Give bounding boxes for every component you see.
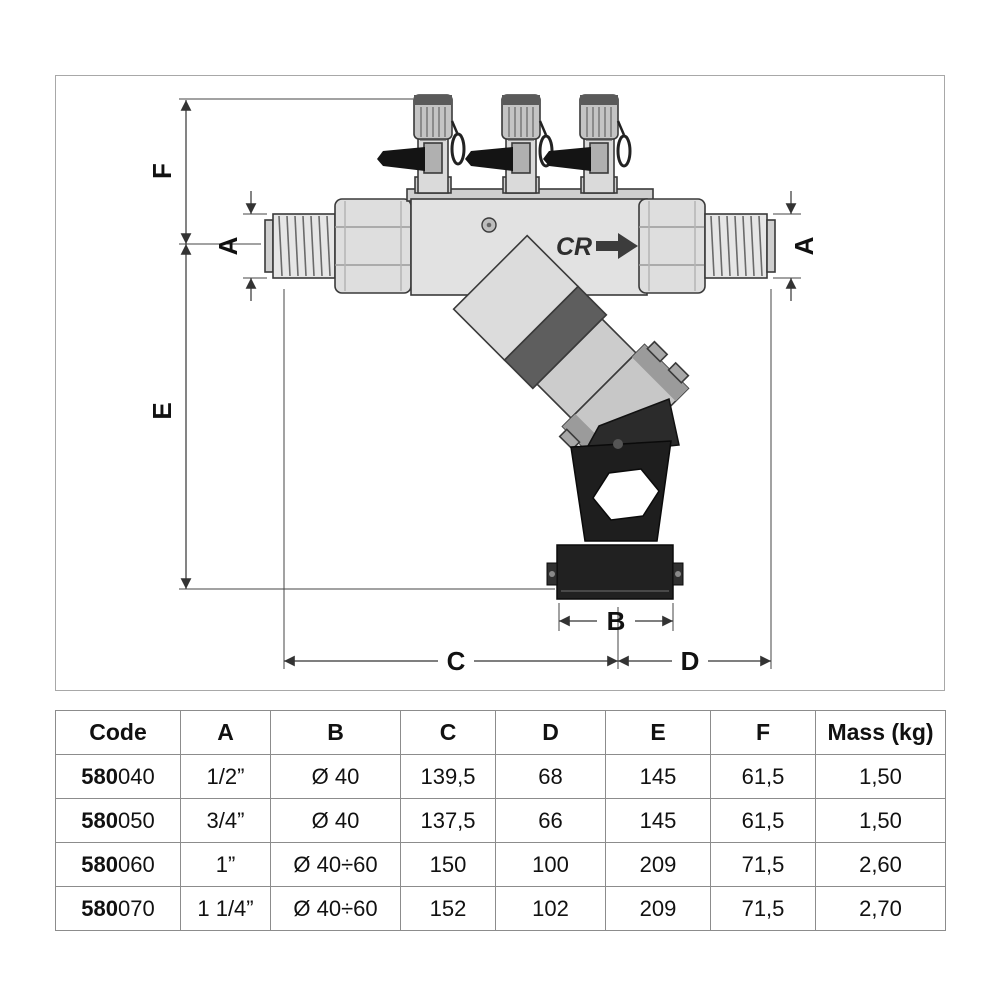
logo-text: CR: [556, 233, 592, 261]
col-header-a: A: [180, 710, 271, 755]
cell-mass: 2,70: [815, 886, 946, 931]
cell-a: 1”: [180, 842, 271, 887]
col-header-mass: Mass (kg): [815, 710, 946, 755]
cell-f: 71,5: [710, 886, 816, 931]
dim-label-d: D: [681, 646, 700, 676]
funnel-air-gap-window: [592, 468, 660, 521]
cell-b: Ø 40÷60: [270, 842, 401, 887]
dim-label-c: C: [447, 646, 466, 676]
cell-f: 61,5: [710, 754, 816, 799]
cell-e: 209: [605, 842, 711, 887]
code-prefix: 580: [81, 895, 118, 921]
code-cell: 580060: [55, 842, 181, 887]
code-cell: 580040: [55, 754, 181, 799]
col-header-b: B: [270, 710, 401, 755]
dimension-B: B: [559, 606, 673, 636]
dimension-A-right: A: [785, 191, 819, 301]
dimension-D: D: [618, 646, 771, 676]
cell-d: 66: [495, 798, 606, 843]
table-row: 580060 1” Ø 40÷60 150 100 209 71,5 2,60: [55, 842, 946, 887]
cell-d: 100: [495, 842, 606, 887]
code-prefix: 580: [81, 851, 118, 877]
col-header-c: C: [400, 710, 496, 755]
right-union-nut: [638, 198, 706, 294]
cell-d: 102: [495, 886, 606, 931]
cell-c: 150: [400, 842, 496, 887]
table-row: 580040 1/2” Ø 40 139,5 68 145 61,5 1,50: [55, 754, 946, 799]
code-suffix: 060: [118, 851, 155, 877]
lever-handle: [543, 147, 591, 171]
cell-b: Ø 40: [270, 798, 401, 843]
cell-c: 139,5: [400, 754, 496, 799]
valve-drawing: CR F E A: [147, 94, 819, 676]
col-header-code: Code: [55, 710, 181, 755]
right-threaded-connection: [704, 213, 776, 279]
dim-label-f: F: [147, 163, 177, 179]
code-cell: 580070: [55, 886, 181, 931]
dimensions: F E A A B C: [147, 98, 819, 676]
drain-funnel: [546, 397, 684, 600]
col-header-f: F: [710, 710, 816, 755]
code-suffix: 040: [118, 763, 155, 789]
cell-d: 68: [495, 754, 606, 799]
table-header-row: Code A B C D E F Mass (kg): [55, 710, 946, 755]
dimension-A-left: A: [213, 191, 257, 301]
cell-b: Ø 40÷60: [270, 886, 401, 931]
cell-a: 3/4”: [180, 798, 271, 843]
dimension-E: E: [147, 244, 192, 589]
cap-tether: [616, 134, 632, 168]
lever-handle: [465, 147, 513, 171]
cell-mass: 1,50: [815, 754, 946, 799]
col-header-d: D: [495, 710, 606, 755]
dim-label-a-right: A: [789, 236, 819, 255]
cell-e: 209: [605, 886, 711, 931]
brand-mark: CR: [556, 233, 638, 261]
table-row: 580050 3/4” Ø 40 137,5 66 145 61,5 1,50: [55, 798, 946, 843]
dim-label-b: B: [607, 606, 626, 636]
cell-c: 137,5: [400, 798, 496, 843]
cell-f: 71,5: [710, 842, 816, 887]
cell-e: 145: [605, 754, 711, 799]
left-union-nut: [334, 198, 412, 294]
cell-c: 152: [400, 886, 496, 931]
technical-drawing-panel: CR F E A: [55, 75, 945, 691]
cap-tether: [450, 132, 466, 166]
dimension-C: C: [284, 646, 618, 676]
lever-handles: [377, 142, 609, 174]
table-row: 580070 1 1/4” Ø 40÷60 152 102 209 71,5 2…: [55, 886, 946, 931]
cell-e: 145: [605, 798, 711, 843]
flow-direction-arrow-icon: [596, 233, 638, 259]
code-prefix: 580: [81, 763, 118, 789]
cell-a: 1/2”: [180, 754, 271, 799]
code-prefix: 580: [81, 807, 118, 833]
spec-table: Code A B C D E F Mass (kg) 580040 1/2” Ø…: [55, 710, 946, 931]
cell-f: 61,5: [710, 798, 816, 843]
cell-a: 1 1/4”: [180, 886, 271, 931]
dim-label-e: E: [147, 402, 177, 419]
dimension-F: F: [147, 100, 192, 244]
code-suffix: 050: [118, 807, 155, 833]
code-suffix: 070: [118, 895, 155, 921]
code-cell: 580050: [55, 798, 181, 843]
cell-mass: 1,50: [815, 798, 946, 843]
funnel-screw: [613, 439, 623, 449]
left-threaded-connection: [264, 213, 336, 279]
lever-handle: [377, 147, 425, 171]
funnel-base: [556, 544, 674, 600]
dim-label-a-left: A: [213, 236, 243, 255]
cell-b: Ø 40: [270, 754, 401, 799]
test-cocks: [377, 94, 632, 194]
col-header-e: E: [605, 710, 711, 755]
cell-mass: 2,60: [815, 842, 946, 887]
